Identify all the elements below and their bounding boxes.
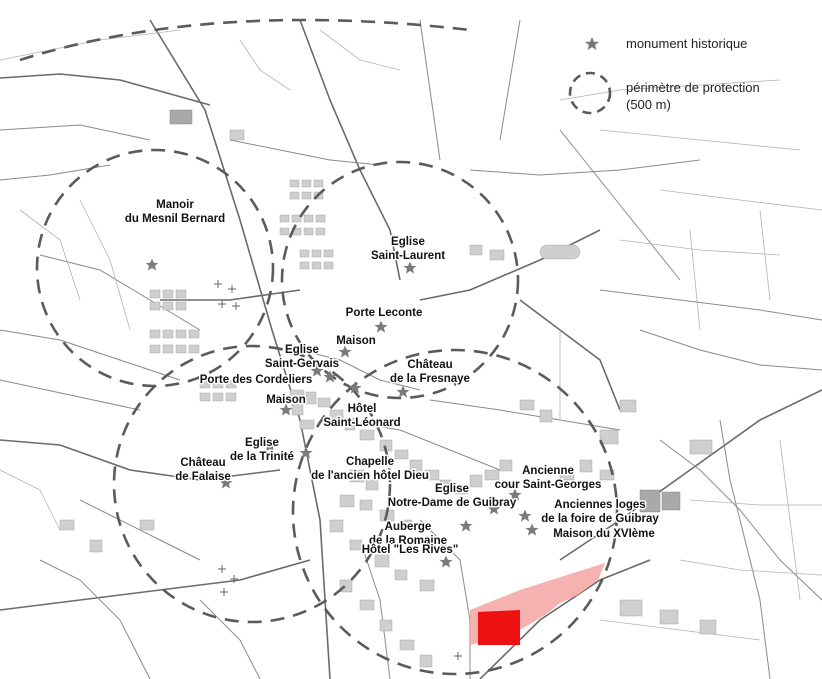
perimeter-circle-guibray — [291, 348, 619, 676]
legend: monument historique périmètre de protect… — [568, 36, 760, 115]
monument-star-ancienne-cour-saint-georges — [508, 488, 522, 501]
monument-star-chapelle-de-l-ancien-hotel-dieu — [299, 446, 313, 459]
monument-label-line: Saint-Léonard — [323, 417, 400, 429]
monument-label-line: Hôtel "Les Rives" — [362, 544, 459, 556]
monument-label-line: de Falaise — [175, 471, 231, 483]
monument-star-maison-du-xvieme — [525, 523, 539, 536]
monument-label-line: Porte des Cordeliers — [200, 374, 312, 386]
monument-label-line: Porte Leconte — [346, 307, 423, 319]
monument-label-line: Maison du XVIème — [553, 528, 655, 540]
road-network — [0, 19, 822, 679]
monument-label-hotel-les-rives: Hôtel "Les Rives" — [362, 544, 459, 556]
monument-star-porte-des-cordeliers — [310, 364, 324, 377]
monument-label-line: Auberge — [385, 521, 432, 533]
monument-star-eglise-de-la-trinite — [263, 439, 277, 452]
monument-label-line: de la foire de Guibray — [541, 513, 659, 525]
monument-star-maison — [338, 345, 352, 358]
monument-label-line: Eglise — [391, 236, 425, 248]
monument-label-maison: Maison — [336, 335, 376, 347]
cemetery-crosses — [214, 280, 462, 660]
monument-star-manoir-du-mesnil-bernard — [145, 258, 159, 271]
monument-label-line: de la Trinité — [230, 451, 294, 463]
monument-label-porte-des-cordeliers: Porte des Cordeliers — [200, 374, 312, 386]
monument-label-chapelle-de-l-ancien-hotel-dieu: Chapelle de l'ancien hôtel Dieu — [311, 456, 429, 482]
legend-dashed-circle-icon — [568, 71, 612, 115]
monument-label-line: Maison — [266, 394, 306, 406]
monument-star-porte-leconte — [374, 320, 388, 333]
legend-star-icon — [585, 37, 599, 50]
monument-label-maison-du-xvieme: Maison du XVIème — [553, 528, 655, 540]
monument-star-chateau-de-la-fresnaye — [396, 385, 410, 398]
monument-label-line: Maison — [336, 335, 376, 347]
monument-label-auberge-de-la-romaine: Auberge de la Romaine — [369, 521, 447, 547]
monument-label-line: de la Fresnaye — [390, 373, 470, 385]
monument-label-line: Saint-Gervais — [265, 358, 339, 370]
monument-star-chateau-de-falaise — [219, 476, 233, 489]
monument-label-line: Ancienne — [522, 465, 574, 477]
monument-star-maison — [279, 403, 293, 416]
legend-monument-label: monument historique — [626, 36, 747, 51]
monument-star-hotel-les-rives — [439, 555, 453, 568]
legend-perimeter-label: périmètre de protection — [626, 80, 760, 95]
monument-label-line: de la Romaine — [369, 535, 447, 547]
monument-label-porte-leconte: Porte Leconte — [346, 307, 423, 319]
monument-label-line: Eglise — [435, 483, 469, 495]
monument-star-eglise-notre-dame-de-guibray — [487, 502, 501, 515]
monument-star-eglise-saint-laurent — [403, 261, 417, 274]
built-area — [59, 109, 717, 668]
monument-label-line: Notre-Dame de Guibray — [388, 497, 517, 509]
project-zones — [470, 563, 605, 645]
perimeter-arc-top — [19, 18, 471, 62]
monument-label-line: cour Saint-Georges — [495, 479, 602, 491]
perimeter-circle-saint-laurent — [280, 160, 520, 400]
monument-label-eglise-de-la-trinite: Eglise de la Trinité — [230, 437, 294, 463]
monument-label-line: Château — [180, 457, 225, 469]
monument-label-line: Saint-Laurent — [371, 250, 445, 262]
legend-perimeter-distance: (500 m) — [626, 97, 671, 112]
project-zone — [478, 610, 520, 645]
monument-star-anciennes-loges-de-la-foire-de-guibray — [518, 509, 532, 522]
monument-label-line: Eglise — [245, 437, 279, 449]
monument-label-line: Eglise — [285, 344, 319, 356]
monument-star-eglise-saint-gervais — [323, 370, 337, 383]
monument-label-maison: Maison — [266, 394, 306, 406]
monument-label-line: du Mesnil Bernard — [125, 213, 225, 225]
monument-label-line: Chapelle — [346, 456, 394, 468]
monument-label-chateau-de-la-fresnaye: Château de la Fresnaye — [390, 359, 470, 385]
monument-label-ancienne-cour-saint-georges: Ancienne cour Saint-Georges — [495, 465, 602, 491]
monument-label-line: de l'ancien hôtel Dieu — [311, 470, 429, 482]
monument-star-auberge-de-la-romaine — [459, 519, 473, 532]
monument-label-line: Manoir — [156, 199, 194, 211]
perimeter-circle-falaise — [112, 344, 392, 624]
monument-label-line: Château — [407, 359, 452, 371]
monument-star-hotel-saint-leonard — [348, 381, 362, 394]
monument-label-line: Anciennes loges — [554, 499, 645, 511]
monument-stars — [145, 258, 539, 568]
monument-label-manoir-du-mesnil-bernard: Manoir du Mesnil Bernard — [125, 199, 225, 225]
protection-perimeters — [19, 18, 619, 676]
monument-label-anciennes-loges-de-la-foire-de-guibray: Anciennes loges de la foire de Guibray — [541, 499, 659, 525]
monument-label-line: Hôtel — [348, 403, 377, 415]
monument-label-chateau-de-falaise: Château de Falaise — [175, 457, 231, 483]
